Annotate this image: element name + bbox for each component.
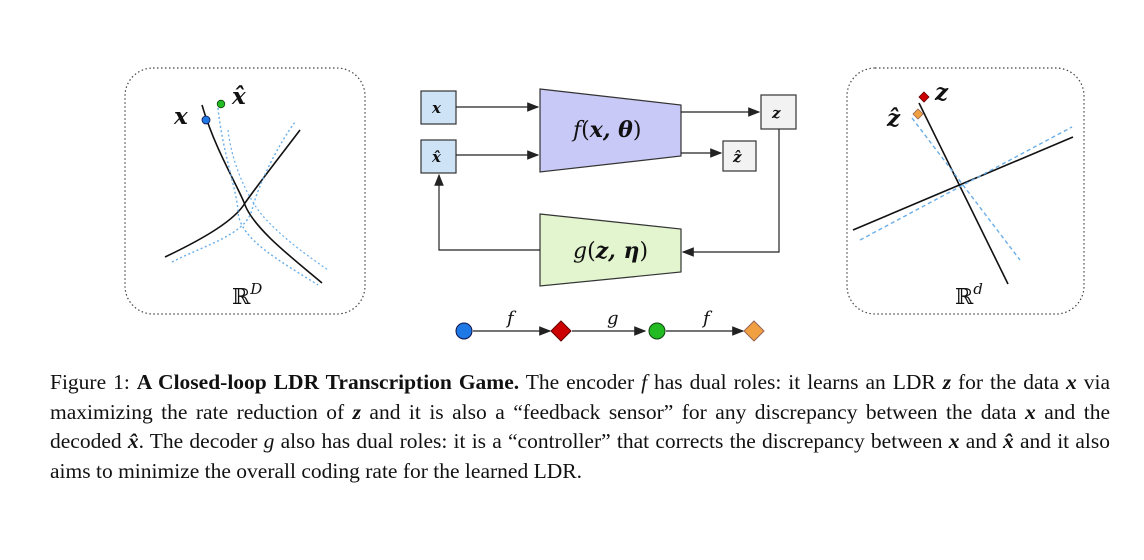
figure-diagram: x x̂ ℝD x x̂ f(x, θ) g(z, η) z ẑ f g f <box>124 67 1085 342</box>
feature-z-marker <box>918 91 930 103</box>
right-space-label: ℝd <box>955 280 983 310</box>
caption-text: has dual roles: it learns an LDR <box>647 370 943 394</box>
caption-math: x̂ <box>1002 429 1014 454</box>
caption-text: The encoder <box>519 370 642 394</box>
figure-caption: Figure 1: A Closed-loop LDR Transcriptio… <box>50 368 1110 486</box>
feature-line-1 <box>918 102 1009 285</box>
manifold-curve-1 <box>201 104 323 284</box>
input-x-hat-label: x̂ <box>431 148 442 166</box>
caption-math: z <box>942 370 952 394</box>
caption-text: and it also aims to minimize the overall… <box>50 429 1110 483</box>
right-z-label: z <box>934 79 949 106</box>
input-x-label: x <box>431 99 442 117</box>
encoder-block <box>539 88 682 173</box>
left-panel-border <box>124 67 366 315</box>
caption-math: x <box>948 429 960 454</box>
decoder-label: g(z, η) <box>573 238 648 264</box>
input-box-x-hat <box>420 139 457 174</box>
output-z-hat-label: ẑ <box>732 148 742 166</box>
arrow-z-to-decoder <box>681 129 780 257</box>
caption-math: x̂ <box>127 429 139 454</box>
feature-z-hat-marker <box>912 108 924 120</box>
caption-text: also has dual roles: it is a “controller… <box>274 429 949 454</box>
chain-blue-point <box>455 322 473 340</box>
data-point-x <box>201 115 211 125</box>
caption-prefix: Figure 1: <box>50 370 137 394</box>
caption-text: and <box>959 429 1003 454</box>
manifold-dotted-1 <box>217 107 319 286</box>
left-x-hat-label: x̂ <box>231 83 246 110</box>
right-panel: z ẑ ℝd <box>846 67 1085 315</box>
caption-text: and it is also a “feedback sensor” for a… <box>360 399 1026 424</box>
caption-text: via maximizing the rate reduction of <box>50 370 1110 424</box>
chain-green-point <box>648 322 666 340</box>
caption-text: . The decoder <box>138 429 264 454</box>
left-space-label: ℝD <box>232 280 262 310</box>
manifold-dotted-3 <box>227 129 329 271</box>
center-diagram: x x̂ f(x, θ) g(z, η) z ẑ <box>420 88 797 287</box>
caption-text: and the decoded <box>50 399 1110 454</box>
encoder-label: f(x, θ) <box>571 117 641 143</box>
output-z-label: z <box>771 104 781 122</box>
output-box-z <box>760 94 797 130</box>
chain-label-g: g <box>607 308 619 329</box>
caption-math: z <box>352 399 361 424</box>
decoder-block <box>539 213 682 287</box>
chain-label-f1: f <box>505 308 517 329</box>
arrow-decoder-to-x-hat <box>434 173 540 251</box>
transcription-chain: f g f <box>455 308 765 342</box>
caption-text: for the data <box>951 370 1067 394</box>
chain-orange-marker <box>743 320 765 342</box>
caption-math: f <box>641 370 648 394</box>
feature-dotted-2 <box>859 126 1073 241</box>
feature-line-2 <box>852 136 1074 231</box>
data-point-x-hat <box>216 99 226 109</box>
right-panel-border <box>846 67 1085 315</box>
chain-red-marker <box>550 320 572 342</box>
left-x-label: x <box>173 103 188 130</box>
feature-dotted-1 <box>911 117 1021 261</box>
caption-title: A Closed-loop LDR Transcription Game. <box>136 370 520 394</box>
caption-math: g <box>263 429 275 454</box>
left-panel: x x̂ ℝD <box>124 67 366 315</box>
manifold-curve-2 <box>164 129 301 258</box>
manifold-dotted-2 <box>171 121 296 263</box>
caption-math: x <box>1066 370 1077 394</box>
output-box-z-hat <box>722 140 757 172</box>
caption-math: x <box>1025 399 1036 424</box>
right-z-hat-label: ẑ <box>886 105 901 132</box>
chain-label-f2: f <box>701 308 713 329</box>
